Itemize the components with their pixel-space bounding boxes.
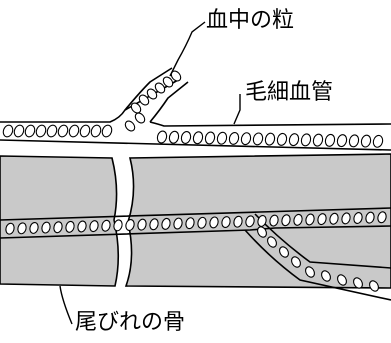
blood-particle [133, 111, 146, 125]
blood-particle [312, 133, 324, 147]
blood-particle [156, 130, 168, 144]
blood-particle [348, 134, 360, 148]
blood-particle [204, 131, 216, 145]
label-tail-bone: 尾びれの骨 [75, 312, 185, 334]
blood-particle [24, 124, 37, 138]
blood-particle [79, 124, 92, 138]
blood-particle [228, 131, 240, 145]
blood-particle [216, 131, 228, 145]
blood-particle [192, 131, 204, 145]
upper-vessel-top-wall-right [150, 122, 391, 126]
blood-particle [300, 133, 312, 147]
blood-particle [57, 124, 70, 138]
label-blood-particles: 血中の粒 [206, 10, 294, 32]
leader-tail-bone [60, 286, 72, 324]
blood-particle [46, 124, 59, 138]
blood-particle [252, 132, 264, 146]
bone-left [0, 156, 118, 286]
blood-particle [68, 124, 81, 138]
blood-particle [35, 124, 48, 138]
leader-blood-particles [170, 22, 205, 76]
leader-capillary [234, 94, 240, 124]
blood-particle [101, 124, 114, 138]
label-capillary: 毛細血管 [245, 82, 333, 104]
blood-particle [180, 131, 192, 145]
upper-vessel-top-wall [0, 80, 178, 122]
blood-particle [372, 134, 384, 148]
blood-particle [123, 119, 136, 133]
blood-particle [13, 124, 26, 138]
blood-particle [336, 134, 348, 148]
blood-particle [276, 132, 288, 146]
blood-particle [168, 130, 180, 144]
blood-particle [264, 132, 276, 146]
blood-particle [240, 132, 252, 146]
blood-particle [2, 124, 15, 138]
blood-particle [90, 124, 103, 138]
blood-particle [324, 133, 336, 147]
blood-particle [360, 134, 372, 148]
blood-particle [288, 133, 300, 147]
